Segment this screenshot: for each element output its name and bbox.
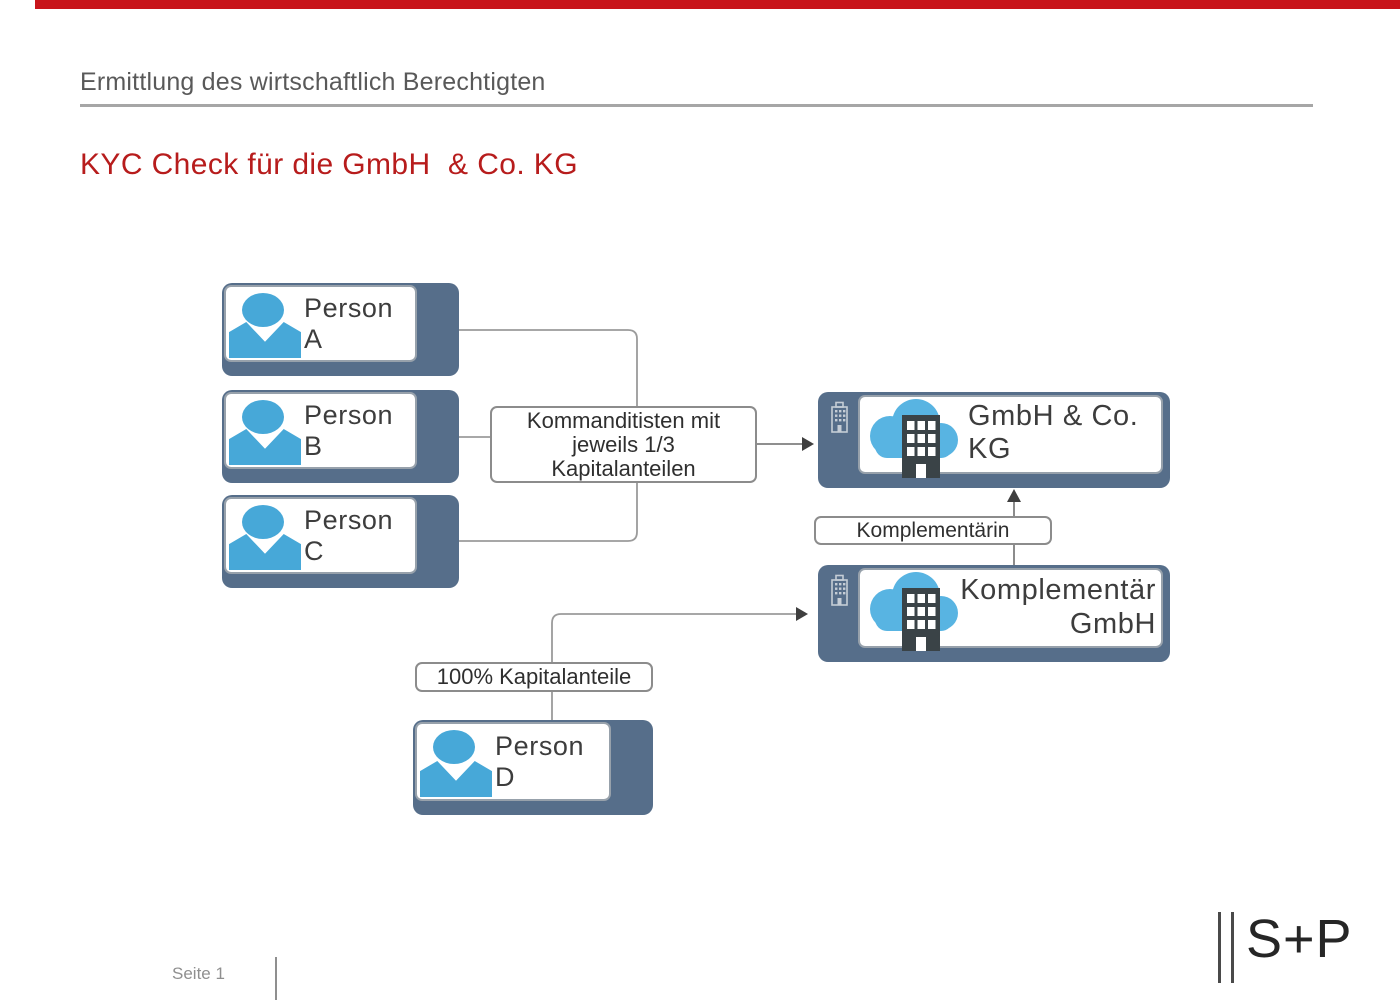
page-title: KYC Check für die GmbH & Co. KG — [80, 148, 578, 181]
person-a-box: Person A — [222, 283, 459, 376]
logo-bar-icon — [1231, 912, 1234, 983]
building-outline-icon — [831, 401, 848, 433]
sp-logo: S+P — [1214, 909, 1384, 990]
person-b-card: Person B — [224, 392, 417, 469]
person-icon — [229, 290, 301, 358]
person-icon — [229, 502, 301, 570]
cloud-company-icon — [870, 399, 958, 478]
person-c-label: Person C — [304, 504, 394, 566]
person-a-label: Person A — [304, 292, 394, 354]
gmbh-co-kg-box: GmbH & Co. KG — [818, 392, 1170, 488]
person-d-box: Person D — [413, 720, 653, 815]
person-c-box: Person C — [222, 495, 459, 588]
logo-text: S+P — [1246, 909, 1353, 969]
header-divider — [80, 104, 1313, 107]
komplementaerin-note: Komplementärin — [814, 516, 1052, 545]
komplementaer-gmbh-label: Komplementär GmbH — [960, 574, 1156, 641]
person-d-label: Person D — [495, 730, 585, 792]
person-icon — [420, 727, 492, 797]
person-c-card: Person C — [224, 497, 417, 574]
person-b-box: Person B — [222, 390, 459, 483]
header-title: Ermittlung des wirtschaftlich Berechtigt… — [80, 68, 546, 96]
top-accent-bar — [35, 0, 1400, 9]
person-icon — [229, 397, 301, 465]
cloud-company-icon — [870, 572, 958, 651]
gmbh-co-kg-label: GmbH & Co. KG — [968, 400, 1139, 465]
kommanditisten-note: Kommanditisten mit jeweils 1/3 Kapitalan… — [490, 406, 757, 483]
person-b-label: Person B — [304, 399, 394, 461]
komplementaer-gmbh-box: Komplementär GmbH — [818, 565, 1170, 662]
footer-divider — [275, 957, 277, 1000]
kapitalanteile-note: 100% Kapitalanteile — [415, 662, 653, 692]
person-a-card: Person A — [224, 285, 417, 362]
page-number: Seite 1 — [172, 964, 225, 983]
building-outline-icon — [831, 574, 848, 606]
person-d-card: Person D — [415, 722, 611, 801]
logo-bar-icon — [1218, 912, 1221, 983]
